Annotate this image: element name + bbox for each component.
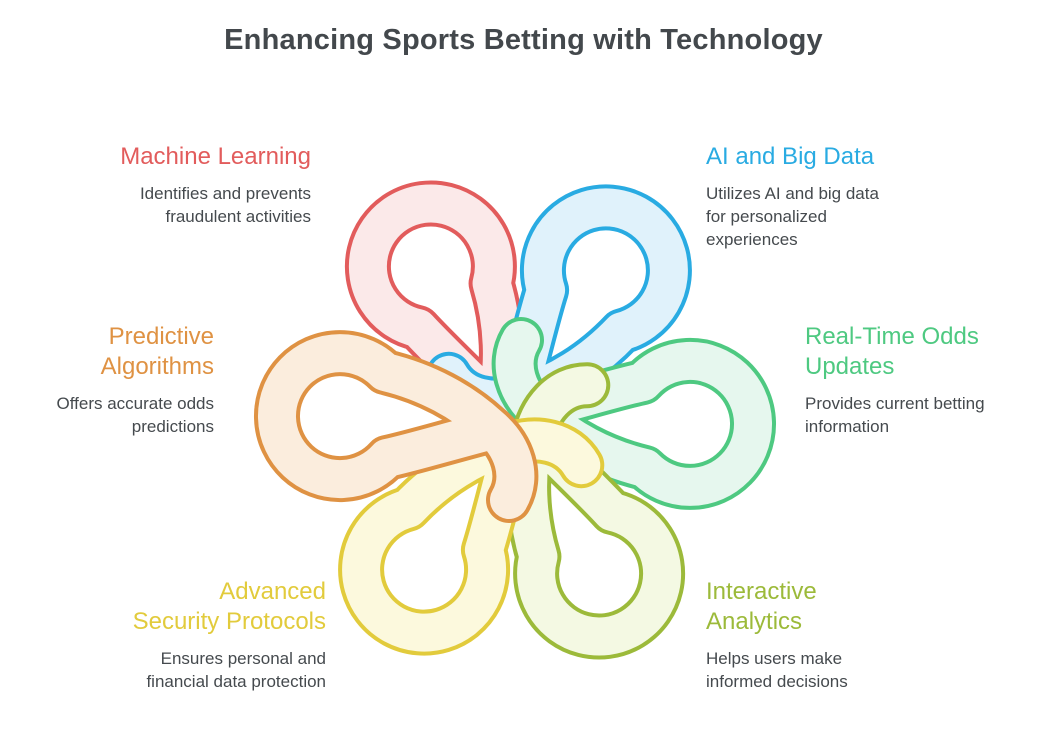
section-machine-learning-title-line: Machine Learning xyxy=(120,143,311,170)
desc-line: informed decisions xyxy=(706,672,848,691)
section-predictive-algorithms-title-line: Algorithms xyxy=(100,353,214,380)
desc-line: Offers accurate odds xyxy=(56,394,215,413)
section-predictive-algorithms: Predictive Algorithms Offers accurate od… xyxy=(9,322,215,438)
section-ai-big-data-title: AI and Big Data xyxy=(706,142,936,172)
section-advanced-security-desc: Ensures personal and financial data prot… xyxy=(56,647,326,693)
section-interactive-analytics-desc: Helps users make informed decisions xyxy=(706,647,931,693)
section-advanced-security-title-line: Security Protocols xyxy=(132,608,326,635)
section-real-time-odds: Real-Time Odds Updates Provides current … xyxy=(805,322,1030,438)
section-real-time-odds-title-line: Real-Time Odds xyxy=(805,323,979,350)
section-predictive-algorithms-title: Predictive Algorithms xyxy=(9,322,214,382)
desc-line: for personalized xyxy=(706,207,827,226)
section-ai-big-data-title-line: AI and Big Data xyxy=(706,143,875,170)
page-title: Enhancing Sports Betting with Technology xyxy=(224,24,823,56)
desc-line: Identifies and prevents xyxy=(139,184,311,203)
section-predictive-algorithms-title-line: Predictive xyxy=(108,323,214,350)
desc-line: Utilizes AI and big data xyxy=(706,184,879,203)
desc-line: Provides current betting xyxy=(805,394,985,413)
section-ai-big-data-desc: Utilizes AI and big data for personalize… xyxy=(706,182,936,251)
section-machine-learning: Machine Learning Identifies and prevents… xyxy=(51,142,311,228)
desc-line: financial data protection xyxy=(146,672,326,691)
desc-line: information xyxy=(805,417,890,436)
section-advanced-security: Advanced Security Protocols Ensures pers… xyxy=(56,577,326,693)
section-predictive-algorithms-desc: Offers accurate odds predictions xyxy=(9,392,215,438)
desc-line: experiences xyxy=(706,230,798,249)
section-real-time-odds-title: Real-Time Odds Updates xyxy=(805,322,1030,382)
section-advanced-security-title-line: Advanced xyxy=(219,578,326,605)
desc-line: fraudulent activities xyxy=(165,207,311,226)
section-interactive-analytics-title-line: Interactive xyxy=(706,578,817,605)
section-advanced-security-title: Advanced Security Protocols xyxy=(56,577,326,637)
section-machine-learning-title: Machine Learning xyxy=(51,142,311,172)
section-interactive-analytics: Interactive Analytics Helps users make i… xyxy=(706,577,931,693)
section-interactive-analytics-title: Interactive Analytics xyxy=(706,577,931,637)
desc-line: Ensures personal and xyxy=(160,649,326,668)
section-ai-big-data: AI and Big Data Utilizes AI and big data… xyxy=(706,142,936,251)
desc-line: Helps users make xyxy=(706,649,843,668)
section-real-time-odds-title-line: Updates xyxy=(805,353,895,380)
section-real-time-odds-desc: Provides current betting information xyxy=(805,392,1030,438)
desc-line: predictions xyxy=(131,417,214,436)
section-interactive-analytics-title-line: Analytics xyxy=(706,608,803,635)
section-machine-learning-desc: Identifies and prevents fraudulent activ… xyxy=(51,182,311,228)
